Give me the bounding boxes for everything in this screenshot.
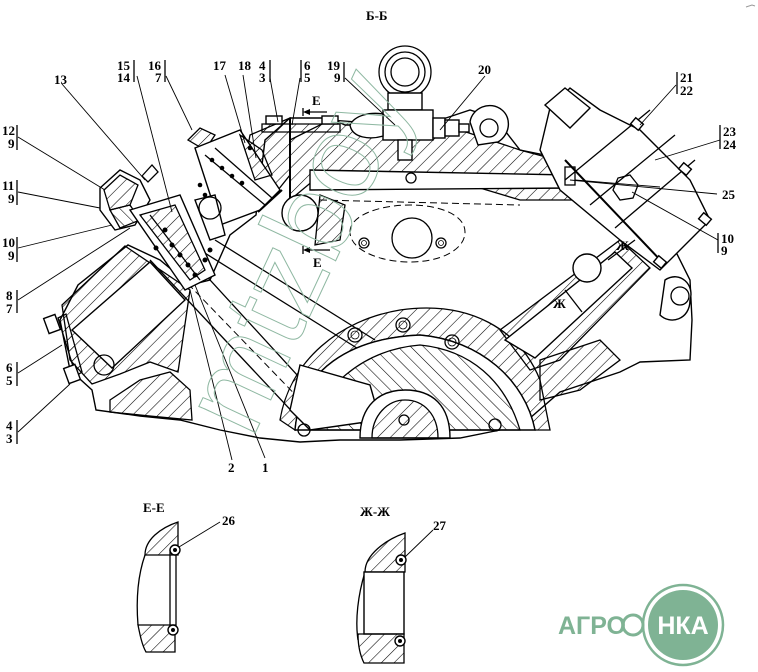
callout-15: 15 bbox=[117, 58, 131, 73]
callout-9a: 9 bbox=[334, 70, 341, 85]
callout-9b: 9 bbox=[8, 136, 15, 151]
svg-text:Ж: Ж bbox=[553, 296, 566, 311]
callout-5b: 5 bbox=[6, 373, 13, 388]
callout-7a: 7 bbox=[155, 70, 162, 85]
detail-e-e-title: Е-Е bbox=[143, 500, 165, 515]
callout-25: 25 bbox=[722, 187, 736, 202]
bolt-hole bbox=[93, 354, 115, 376]
callout-9-right: 9 bbox=[721, 243, 728, 258]
callout-11: 11 bbox=[2, 178, 14, 193]
callout-9c: 9 bbox=[8, 191, 15, 206]
corner-mark bbox=[745, 4, 756, 8]
eyebolt bbox=[349, 45, 509, 161]
section-mark-zh-upper: Ж bbox=[607, 238, 636, 261]
callout-19: 19 bbox=[327, 58, 341, 73]
callout-14: 14 bbox=[117, 70, 131, 85]
section-mark-e-mid: Е bbox=[302, 246, 330, 270]
logo-text-left: АГРО bbox=[558, 612, 626, 640]
callout-12: 12 bbox=[2, 123, 15, 138]
section-title-b-b: Б-Б bbox=[366, 8, 388, 23]
callout-7b: 7 bbox=[6, 301, 13, 316]
svg-text:Е: Е bbox=[312, 93, 321, 108]
callout-20: 20 bbox=[478, 62, 491, 77]
detail-zh-zh: Ж-Ж 27 bbox=[356, 504, 447, 664]
callout-21: 21 bbox=[680, 70, 693, 85]
callout-13: 13 bbox=[54, 72, 68, 87]
callout-3b: 3 bbox=[6, 431, 13, 446]
callout-26: 26 bbox=[222, 513, 236, 528]
logo-text-right: НКА bbox=[657, 612, 708, 640]
callout-4a: 4 bbox=[259, 58, 266, 73]
callout-1: 1 bbox=[262, 460, 269, 475]
injector-assembly bbox=[99, 164, 216, 291]
callout-8: 8 bbox=[6, 288, 13, 303]
callout-6b: 6 bbox=[6, 360, 13, 375]
callout-10-right: 10 bbox=[721, 231, 734, 246]
svg-text:Е: Е bbox=[313, 255, 322, 270]
callout-2: 2 bbox=[228, 460, 235, 475]
callout-18: 18 bbox=[238, 58, 252, 73]
agronka-logo: АГРО НКА bbox=[558, 583, 725, 667]
callout-24: 24 bbox=[723, 137, 737, 152]
left-cover-plate bbox=[57, 313, 83, 378]
callout-22: 22 bbox=[680, 83, 693, 98]
section-mark-zh-lower: Ж bbox=[553, 289, 583, 313]
svg-text:Ж: Ж bbox=[616, 238, 629, 253]
section-mark-e-top: Е bbox=[302, 93, 327, 116]
callout-9d: 9 bbox=[8, 248, 15, 263]
flange-outline bbox=[349, 204, 466, 263]
callout-3a: 3 bbox=[259, 70, 266, 85]
top-cover-plate bbox=[261, 123, 341, 133]
detail-zh-zh-title: Ж-Ж bbox=[360, 504, 390, 519]
callout-5a: 5 bbox=[304, 70, 311, 85]
callout-17: 17 bbox=[213, 58, 227, 73]
callout-16: 16 bbox=[148, 58, 162, 73]
callout-10-left: 10 bbox=[2, 235, 15, 250]
leader-lines bbox=[17, 74, 721, 461]
engine-block bbox=[42, 45, 713, 443]
callout-labels: 13 15 14 16 7 17 18 4 3 6 5 19 9 20 21 2… bbox=[2, 58, 737, 475]
callout-4b: 4 bbox=[6, 418, 13, 433]
callout-23: 23 bbox=[723, 124, 737, 139]
callout-6a: 6 bbox=[304, 58, 311, 73]
detail-e-e: Е-Е 26 bbox=[136, 500, 236, 653]
callout-27: 27 bbox=[433, 518, 447, 533]
